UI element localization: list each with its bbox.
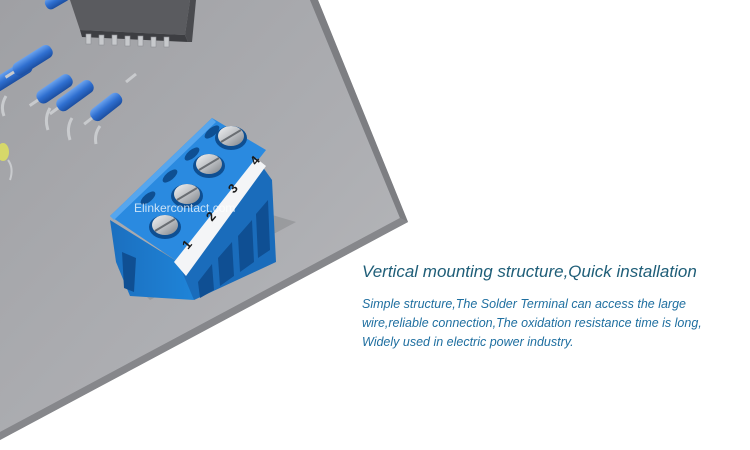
small-component	[0, 143, 13, 181]
ic-chip	[70, 0, 196, 48]
description-line-1: Simple structure,The Solder Terminal can…	[362, 297, 686, 311]
watermark-text: Elinkercontact.com	[134, 201, 235, 215]
terminal-slots	[198, 200, 270, 298]
terminal-screws	[149, 126, 247, 239]
description-line-2: wire,reliable connection,The oxidation r…	[362, 316, 702, 330]
resistor	[28, 74, 73, 107]
resistor	[44, 0, 70, 10]
feature-description: Simple structure,The Solder Terminal can…	[362, 295, 747, 352]
terminal-block: 1 2 3 4	[110, 118, 296, 300]
resistor	[49, 80, 94, 116]
terminal-holes	[140, 125, 220, 205]
ic-pins	[85, 33, 170, 48]
resistor-group	[0, 0, 137, 145]
resistor	[83, 92, 123, 126]
resistor	[4, 45, 53, 79]
description-line-3: Widely used in electric power industry.	[362, 335, 574, 349]
feature-heading: Vertical mounting structure,Quick instal…	[362, 262, 697, 281]
